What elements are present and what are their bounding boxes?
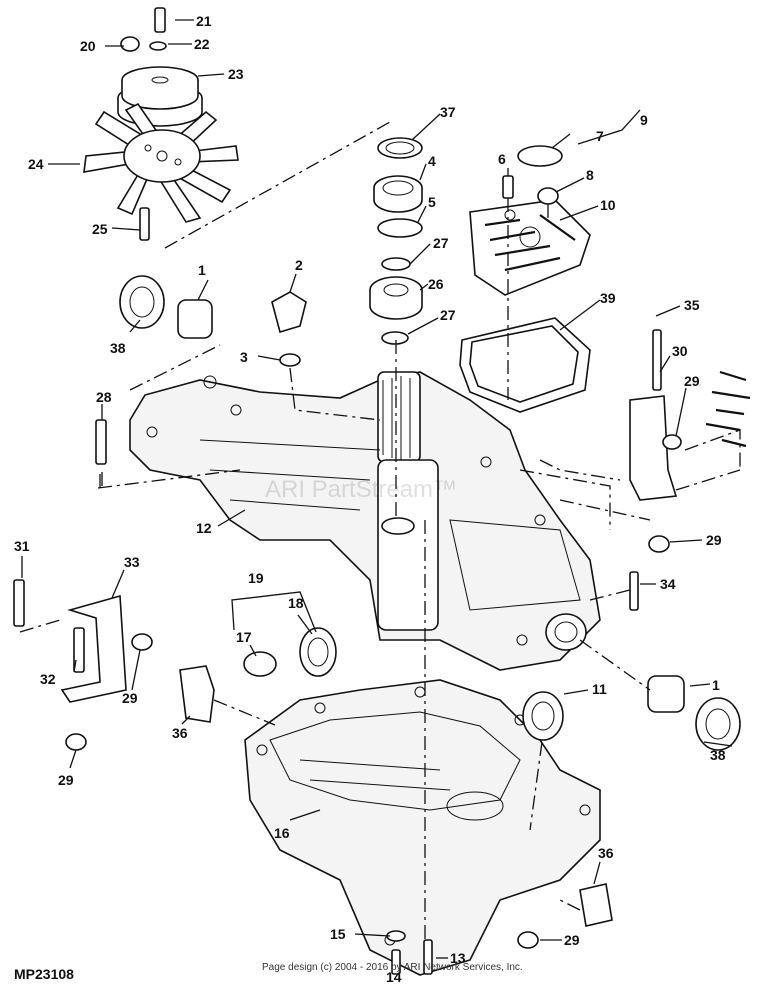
callout-26: 26 <box>428 276 444 292</box>
cover-plate <box>459 199 591 413</box>
callout-23: 23 <box>228 66 244 82</box>
callout-12: 12 <box>196 520 212 536</box>
drawing-code: MP23108 <box>14 966 74 982</box>
callout-34: 34 <box>660 576 676 592</box>
callout-numbers: 21 20 22 23 24 25 37 4 5 27 26 27 6 7 8 … <box>14 13 726 985</box>
callout-9: 9 <box>640 112 648 128</box>
callout-28: 28 <box>96 389 112 405</box>
callout-38-upper: 38 <box>110 340 126 356</box>
callout-18: 18 <box>288 595 304 611</box>
callout-27-lower: 27 <box>440 307 456 323</box>
callout-3: 3 <box>240 349 248 365</box>
callout-4: 4 <box>428 153 436 169</box>
lower-housing <box>244 679 601 976</box>
callout-16: 16 <box>274 825 290 841</box>
callout-33: 33 <box>124 554 140 570</box>
upper-housing <box>129 371 601 671</box>
leader-lines <box>21 19 733 959</box>
assembly-centerlines <box>19 121 741 940</box>
callout-10: 10 <box>600 197 616 213</box>
copyright-notice: Page design (c) 2004 - 2016 by ARI Netwo… <box>262 962 523 973</box>
callout-36-left: 36 <box>172 725 188 741</box>
watermark: ARI PartStream™ <box>265 476 458 503</box>
callout-14: 14 <box>386 969 402 985</box>
callout-24: 24 <box>28 156 44 172</box>
callout-11: 11 <box>592 681 607 697</box>
callout-21: 21 <box>196 13 212 29</box>
callout-36-right: 36 <box>598 845 614 861</box>
callout-25: 25 <box>92 221 108 237</box>
callout-32: 32 <box>40 671 56 687</box>
callout-29-left: 29 <box>122 690 138 706</box>
callout-30: 30 <box>672 343 688 359</box>
callout-6: 6 <box>498 151 506 167</box>
callout-7: 7 <box>596 128 604 144</box>
callout-38-lower: 38 <box>710 747 726 763</box>
callout-27-upper: 27 <box>433 235 449 251</box>
callout-17: 17 <box>236 629 252 645</box>
callout-1-upper: 1 <box>198 262 206 278</box>
shaft-bearing-stack <box>369 137 423 345</box>
small-parts <box>13 145 751 975</box>
callout-13: 13 <box>450 950 466 966</box>
callout-19: 19 <box>248 570 264 586</box>
callout-29-right-mid: 29 <box>706 532 722 548</box>
fan-pulley-assembly <box>83 7 239 241</box>
callout-39: 39 <box>600 290 616 306</box>
callout-31: 31 <box>14 538 30 554</box>
callout-22: 22 <box>194 36 210 52</box>
callout-2: 2 <box>295 257 303 273</box>
callout-20: 20 <box>80 38 96 54</box>
callout-29-right-upper: 29 <box>684 373 700 389</box>
callout-29-bottom-right: 29 <box>564 932 580 948</box>
callout-37: 37 <box>440 104 456 120</box>
callout-5: 5 <box>428 194 436 210</box>
callout-15: 15 <box>330 926 346 942</box>
callout-35: 35 <box>684 297 700 313</box>
callout-1-lower: 1 <box>712 677 720 693</box>
callout-29-bottom-left: 29 <box>58 772 74 788</box>
callout-8: 8 <box>586 167 594 183</box>
